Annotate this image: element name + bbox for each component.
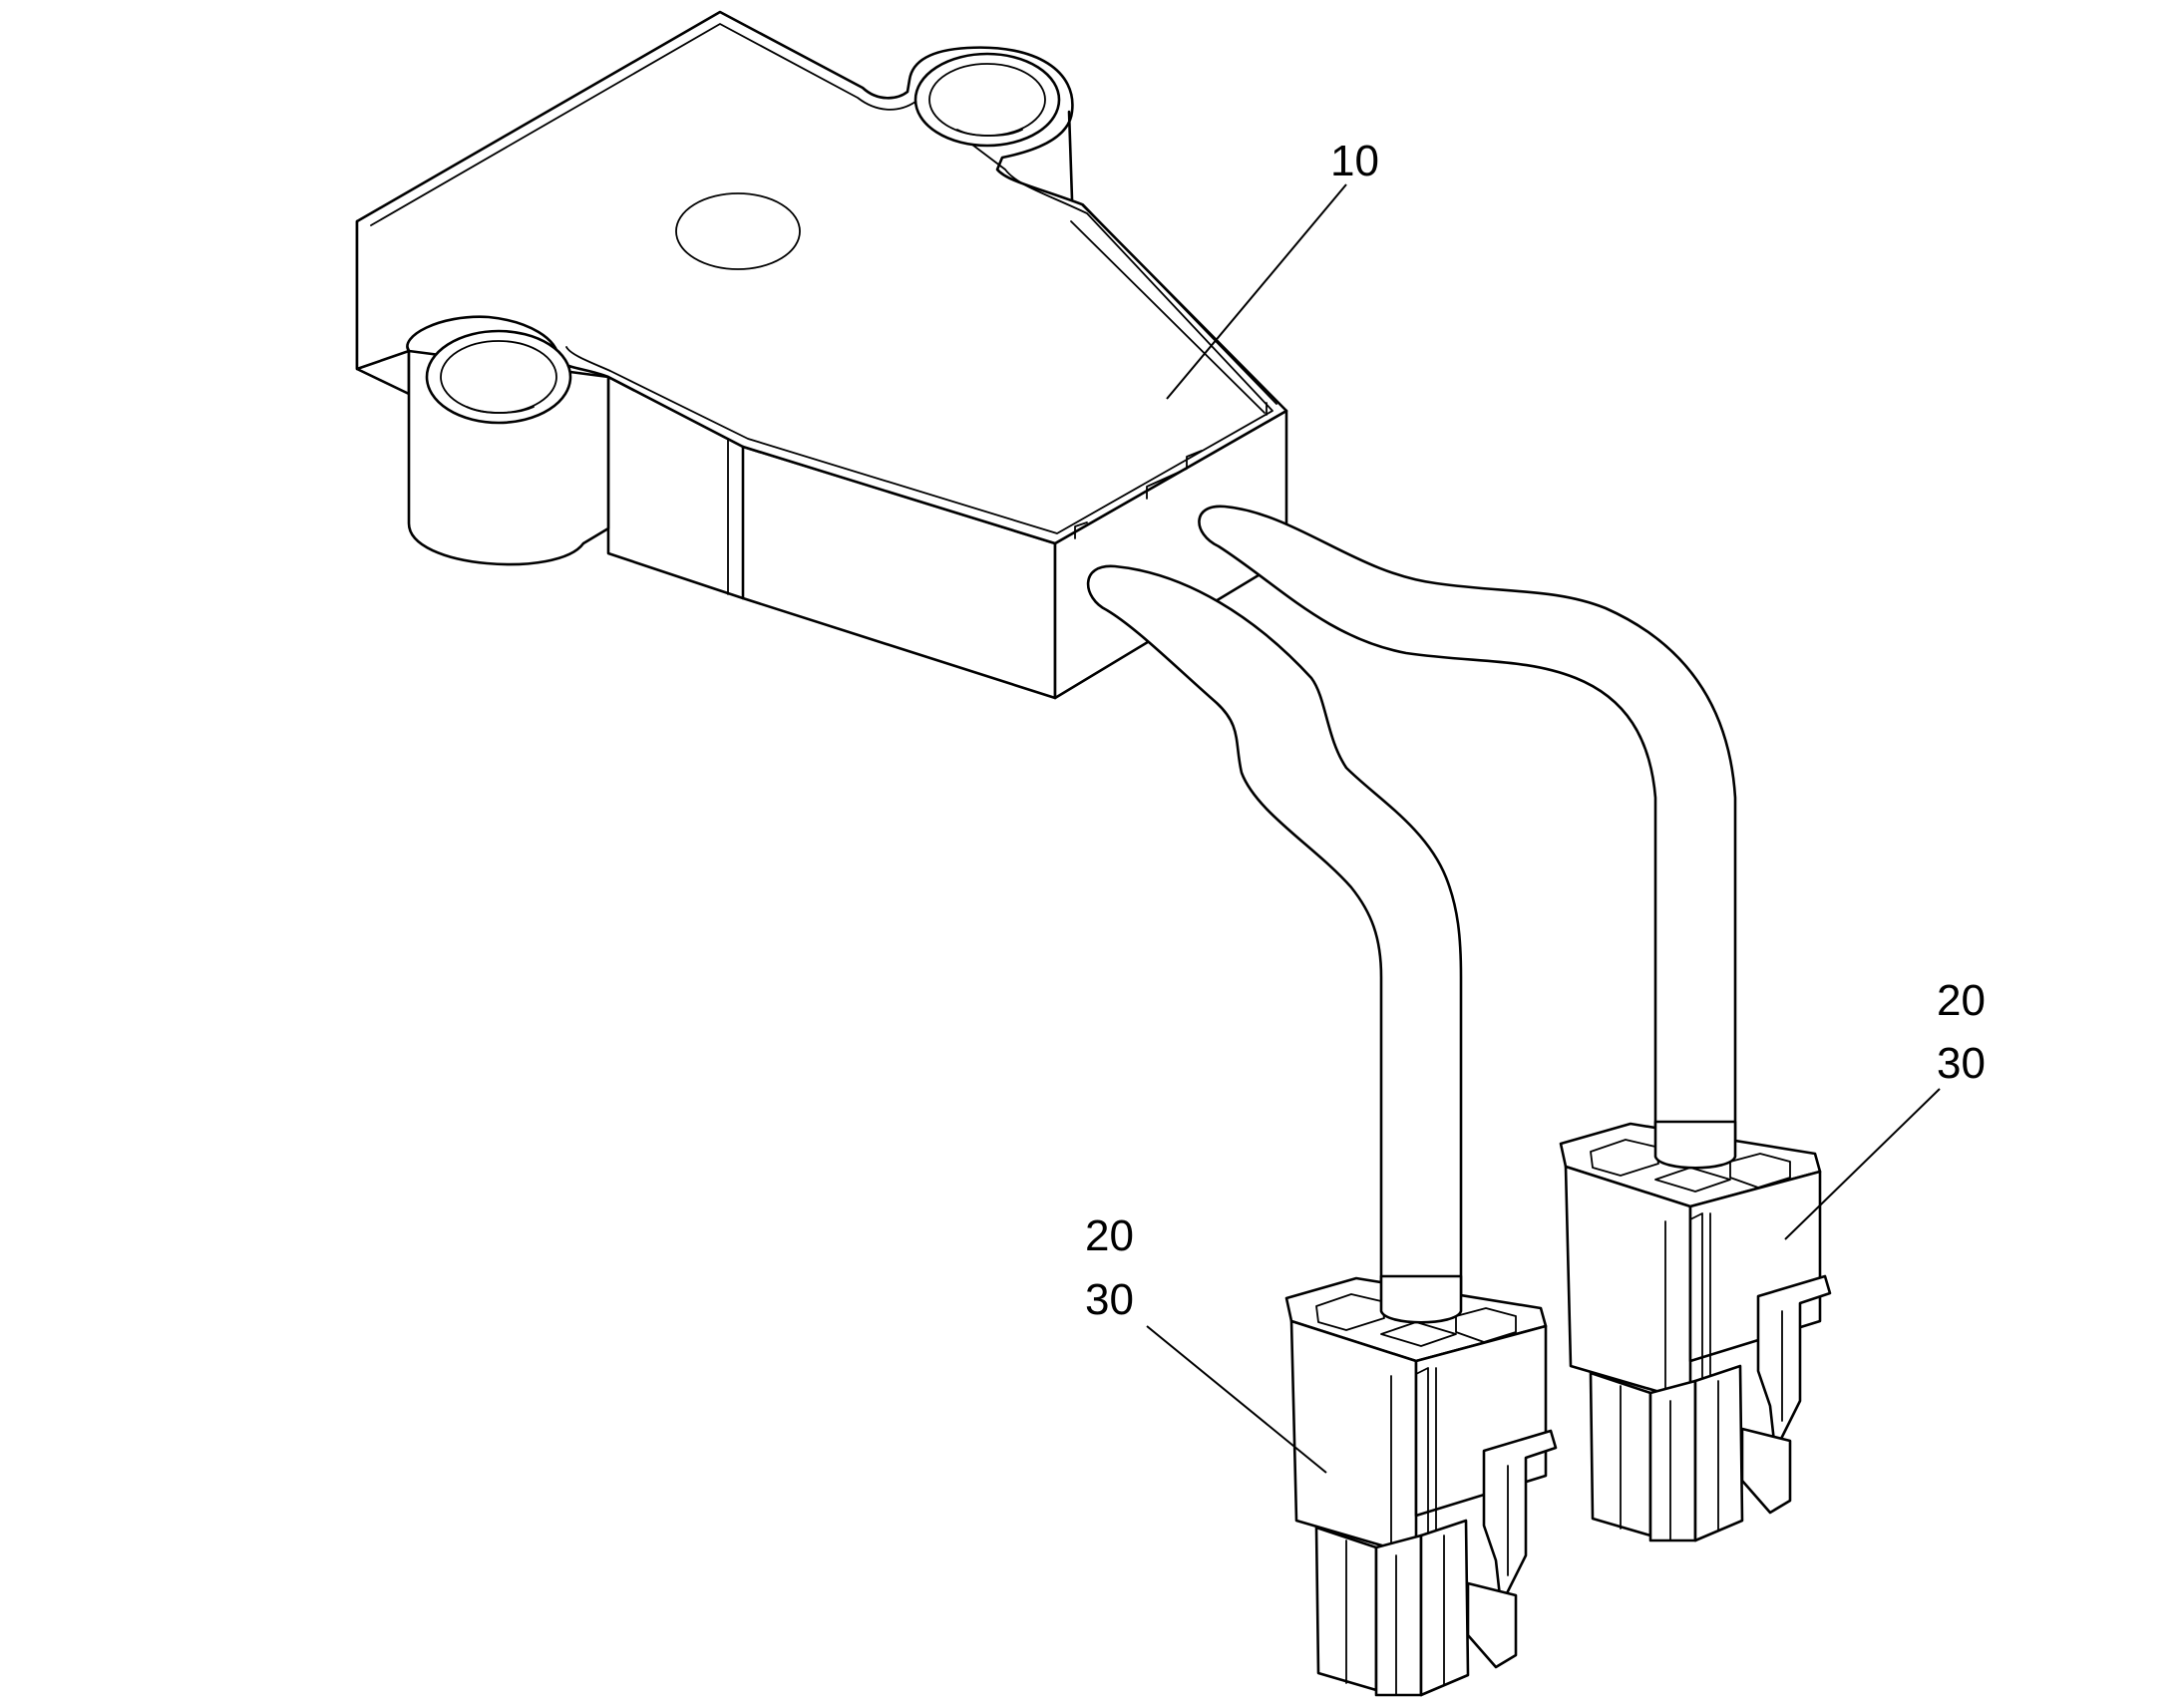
ref-label-30-left: 30	[1085, 1275, 1134, 1324]
leader-right-connector	[1784, 1088, 1941, 1240]
leader-10	[1166, 183, 1347, 400]
ref-label-10: 10	[1330, 137, 1379, 185]
ref-label-20-right: 20	[1937, 976, 1986, 1025]
cable-right	[1198, 505, 1737, 1170]
connector-right	[1559, 1120, 1832, 1542]
ref-label-20-left: 20	[1085, 1211, 1134, 1260]
cable-left	[1086, 564, 1463, 1324]
ref-label-30-right: 30	[1937, 1039, 1986, 1088]
connector-left	[1284, 1274, 1558, 1697]
leader-left-connector	[1146, 1325, 1327, 1474]
device-housing	[355, 10, 1288, 700]
